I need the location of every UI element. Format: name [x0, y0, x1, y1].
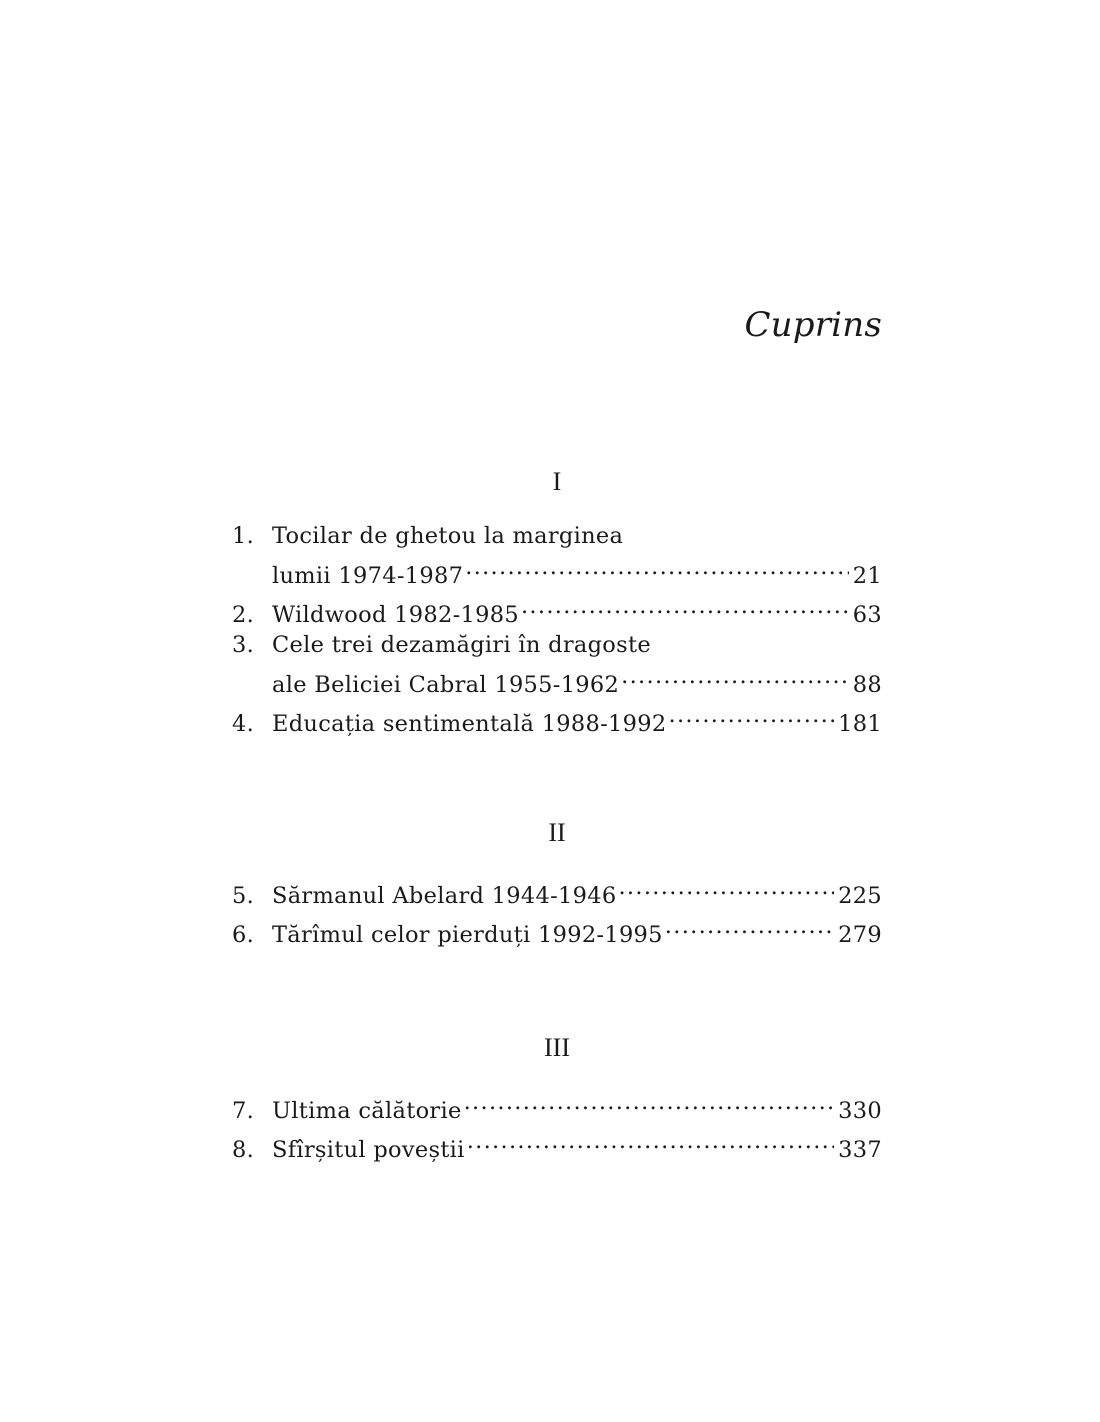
entry-page-number: 337 — [838, 1137, 882, 1163]
dot-leader — [521, 591, 849, 622]
toc-section-2: 5. Sărmanul Abelard 1944-1946 225 6. Tăr… — [232, 872, 882, 948]
entry-title: Ultima călătorie — [272, 1098, 462, 1124]
entry-number: 8. — [232, 1137, 255, 1163]
entry-page-number: 279 — [838, 922, 882, 948]
toc-entry[interactable]: 4. Educația sentimentală 1988-1992 181 — [232, 700, 882, 737]
entry-page-number: 88 — [852, 672, 882, 698]
entry-number: 5. — [232, 883, 255, 909]
entry-title: Tărîmul celor pierduți 1992-1995 — [272, 922, 663, 948]
entry-number: 1. — [232, 523, 255, 549]
toc-entry[interactable]: 5. Sărmanul Abelard 1944-1946 225 — [232, 872, 882, 909]
dot-leader — [467, 1126, 834, 1157]
entry-title-continued: lumii 1974-1987 — [272, 563, 464, 589]
entry-number: 4. — [232, 711, 255, 737]
toc-section-3: 7. Ultima călătorie 330 8. Sfîrșitul pov… — [232, 1087, 882, 1163]
entry-page-number: 21 — [852, 563, 882, 589]
entry-title: Cele trei dezamăgiri în dragoste — [272, 632, 651, 658]
part-heading-2: II — [548, 818, 566, 847]
toc-entry[interactable]: 8. Sfîrșitul poveștii 337 — [232, 1126, 882, 1163]
entry-title: Wildwood 1982-1985 — [272, 602, 519, 628]
entry-page-number: 330 — [838, 1098, 882, 1124]
dot-leader — [465, 552, 849, 583]
toc-section-1: 1. Tocilar de ghetou la marginea lumii 1… — [232, 521, 882, 737]
entry-title: Educația sentimentală 1988-1992 — [272, 711, 667, 737]
dot-leader — [618, 872, 834, 903]
toc-entry[interactable]: 7. Ultima călătorie 330 — [232, 1087, 882, 1124]
toc-entry[interactable]: 2. Wildwood 1982-1985 63 — [232, 591, 882, 628]
dot-leader — [669, 700, 835, 731]
entry-title: Tocilar de ghetou la marginea — [272, 523, 624, 549]
entry-number: 2. — [232, 602, 255, 628]
entry-title-continued: ale Beliciei Cabral 1955-1962 — [272, 672, 620, 698]
entry-number: 3. — [232, 632, 255, 658]
entry-page-number: 225 — [838, 883, 882, 909]
toc-entry[interactable]: 1. Tocilar de ghetou la marginea lumii 1… — [232, 521, 882, 589]
entry-page-number: 181 — [838, 711, 882, 737]
entry-number: 6. — [232, 922, 255, 948]
part-heading-3: III — [544, 1033, 570, 1062]
entry-page-number: 63 — [852, 602, 882, 628]
toc-entry[interactable]: 6. Tărîmul celor pierduți 1992-1995 279 — [232, 911, 882, 948]
page-title: Cuprins — [744, 305, 882, 345]
dot-leader — [464, 1087, 835, 1118]
part-heading-1: I — [552, 467, 562, 496]
entry-number: 7. — [232, 1098, 255, 1124]
entry-title: Sfîrșitul poveștii — [272, 1137, 465, 1163]
dot-leader — [665, 911, 834, 942]
toc-entry[interactable]: 3. Cele trei dezamăgiri în dragoste ale … — [232, 630, 882, 698]
entry-title: Sărmanul Abelard 1944-1946 — [272, 883, 617, 909]
dot-leader — [621, 661, 849, 692]
